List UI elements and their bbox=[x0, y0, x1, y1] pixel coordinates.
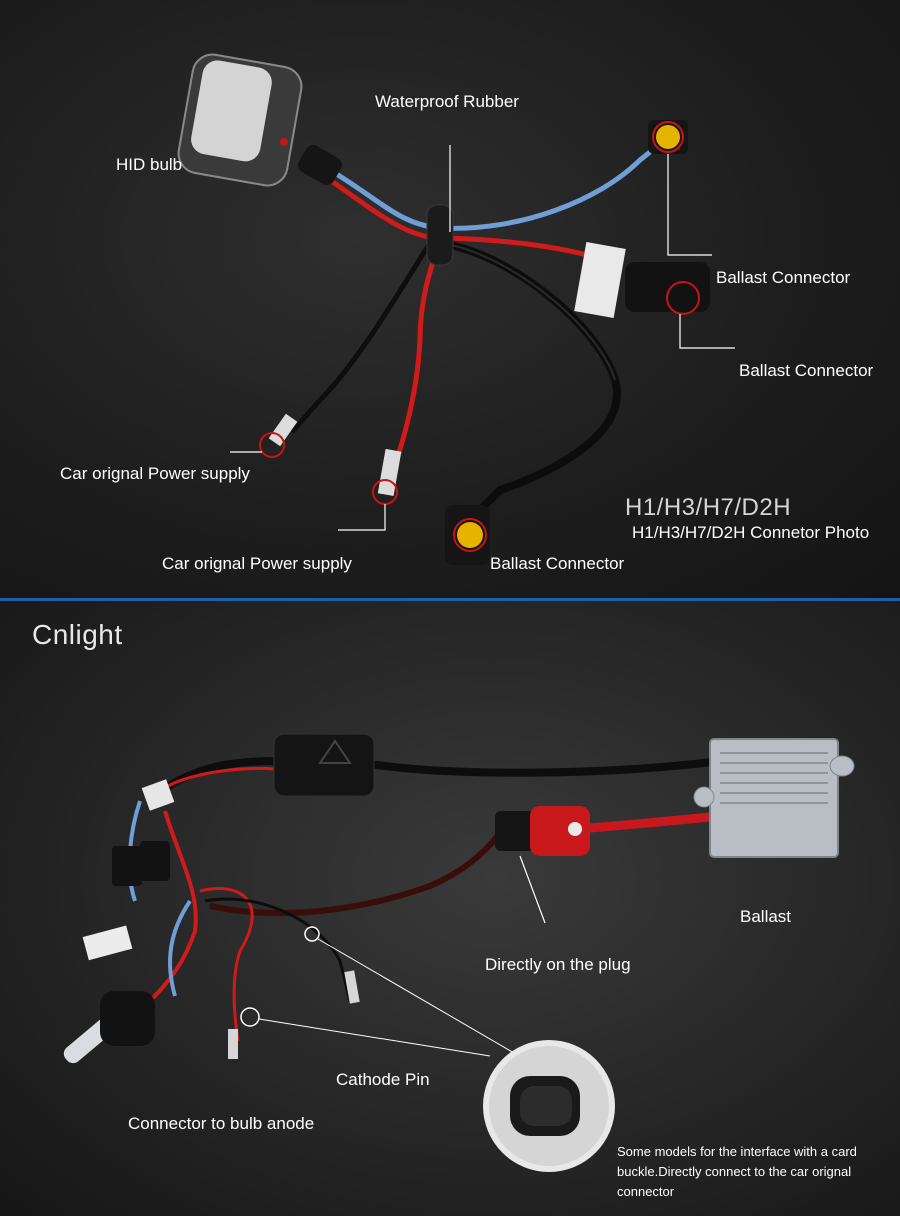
hid-kit-illustration bbox=[63, 733, 855, 1172]
panel-divider bbox=[0, 598, 900, 601]
hid-wiring-photo-panel: HID bulb Waterproof Rubber Ballast Conne… bbox=[0, 0, 900, 598]
label-cathode-pin: Cathode Pin bbox=[336, 1070, 430, 1089]
ballast-connector-top bbox=[648, 120, 712, 256]
ballast-plug bbox=[495, 806, 590, 924]
power-terminal-black bbox=[230, 413, 298, 458]
brand-logo-text: Cnlight bbox=[32, 619, 123, 650]
hid-bulb-bottom bbox=[63, 991, 155, 1064]
label-ballast-connector-top: Ballast Connector bbox=[716, 268, 851, 287]
hid-kit-photo-panel: Cnlight Ballast Directly on the plug Cat… bbox=[0, 601, 900, 1216]
ballast-connector-bottom bbox=[445, 505, 490, 565]
relay-box bbox=[273, 733, 375, 797]
label-waterproof-rubber: Waterproof Rubber bbox=[375, 92, 519, 111]
waterproof-rubber bbox=[426, 145, 454, 266]
zoom-inset-connector bbox=[483, 1040, 615, 1172]
label-connector-to-bulb-anode: Connector to bulb anode bbox=[128, 1114, 315, 1133]
power-terminal-red bbox=[338, 448, 402, 531]
label-ballast: Ballast bbox=[740, 907, 792, 926]
hid-wiring-illustration bbox=[177, 53, 735, 565]
label-hid-bulb: HID bulb bbox=[116, 155, 183, 174]
interface-note: Some models for the interface with a car… bbox=[617, 1144, 857, 1199]
label-ballast-connector-middle: Ballast Connector bbox=[739, 361, 874, 380]
label-car-power-supply-2: Car orignal Power supply bbox=[162, 554, 352, 573]
ballast-unit bbox=[693, 738, 855, 858]
label-directly-on-plug: Directly on the plug bbox=[485, 955, 631, 974]
label-ballast-connector-bottom: Ballast Connector bbox=[490, 554, 625, 573]
connector-code-title: H1/H3/H7/D2H bbox=[625, 494, 792, 521]
hid-bulb bbox=[177, 53, 342, 187]
ballast-connector-middle bbox=[574, 242, 735, 349]
connector-code-caption: H1/H3/H7/D2H Connetor Photo bbox=[632, 523, 870, 542]
label-car-power-supply-1: Car orignal Power supply bbox=[60, 464, 250, 483]
